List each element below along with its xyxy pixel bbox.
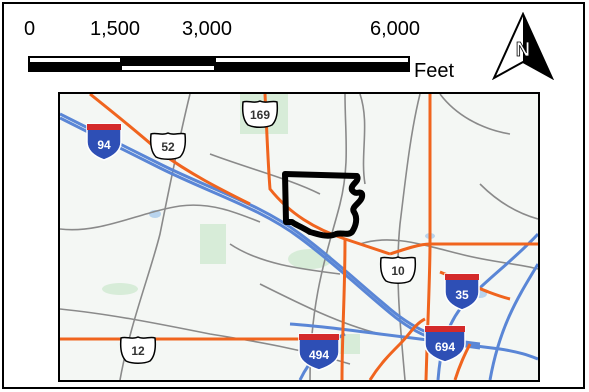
interstate-shield-494: 494 bbox=[298, 333, 340, 371]
us-highway bbox=[424, 94, 432, 380]
scale-segment bbox=[28, 64, 122, 72]
us-highway bbox=[389, 242, 538, 256]
park-area bbox=[200, 224, 226, 264]
us-highway bbox=[368, 317, 426, 380]
locator-map[interactable]: 94 35 494 694 169 52 10 bbox=[58, 92, 540, 382]
scale-tick-label: 1,500 bbox=[90, 18, 141, 40]
us-highways bbox=[60, 94, 538, 380]
scale-tick-label: 0 bbox=[24, 18, 36, 40]
interstate-shield-label: 494 bbox=[309, 348, 329, 362]
interstate-shield-94: 94 bbox=[86, 123, 122, 161]
us-route-shield-label: 52 bbox=[161, 140, 175, 154]
scale-segment bbox=[214, 64, 410, 72]
scale-segment bbox=[214, 56, 410, 64]
us-route-shield-label: 169 bbox=[250, 108, 270, 122]
interstate-highway bbox=[60, 116, 481, 350]
us-highway bbox=[263, 94, 391, 256]
us-highway bbox=[340, 238, 347, 380]
local-road bbox=[359, 239, 538, 270]
local-road bbox=[439, 94, 511, 135]
interstate-shield-label: 94 bbox=[97, 138, 111, 152]
us-route-shield-169: 169 bbox=[241, 100, 279, 128]
scale-tick-label: 3,000 bbox=[182, 18, 233, 40]
interstate-shield-694: 694 bbox=[424, 325, 466, 363]
study-area-outline[interactable] bbox=[282, 171, 366, 239]
interstate-shield-35: 35 bbox=[444, 273, 480, 311]
local-road bbox=[229, 243, 341, 275]
local-road bbox=[479, 183, 538, 220]
us-route-shield-52: 52 bbox=[149, 132, 187, 160]
local-road bbox=[309, 94, 348, 380]
map-canvas[interactable]: 94 35 494 694 169 52 10 bbox=[60, 94, 538, 380]
park-area bbox=[102, 283, 138, 295]
us-route-shield-12: 12 bbox=[119, 336, 157, 364]
us-route-shield-label: 10 bbox=[391, 264, 405, 278]
scale-units: Feet bbox=[414, 60, 455, 82]
north-letter: N bbox=[516, 39, 530, 61]
us-route-shield-label: 12 bbox=[131, 344, 145, 358]
scale-segment bbox=[28, 56, 122, 64]
scale-bar: 0 1,500 3,000 6,000 Feet N bbox=[0, 0, 589, 90]
us-highway bbox=[453, 343, 472, 380]
park-areas bbox=[102, 94, 360, 354]
us-route-shield-10: 10 bbox=[379, 256, 417, 284]
interstate-highway bbox=[60, 112, 481, 346]
local-road bbox=[259, 283, 381, 335]
local-road bbox=[359, 94, 366, 185]
local-road bbox=[60, 204, 261, 231]
interstate-highway bbox=[488, 263, 538, 380]
interstate-shield-label: 694 bbox=[435, 340, 455, 354]
interstate-shield-label: 35 bbox=[455, 288, 469, 302]
north-arrow-icon: N bbox=[491, 12, 555, 80]
scale-segment bbox=[120, 56, 216, 64]
local-road bbox=[397, 94, 421, 380]
scale-segment bbox=[120, 64, 216, 72]
scale-tick-label: 6,000 bbox=[370, 18, 421, 40]
